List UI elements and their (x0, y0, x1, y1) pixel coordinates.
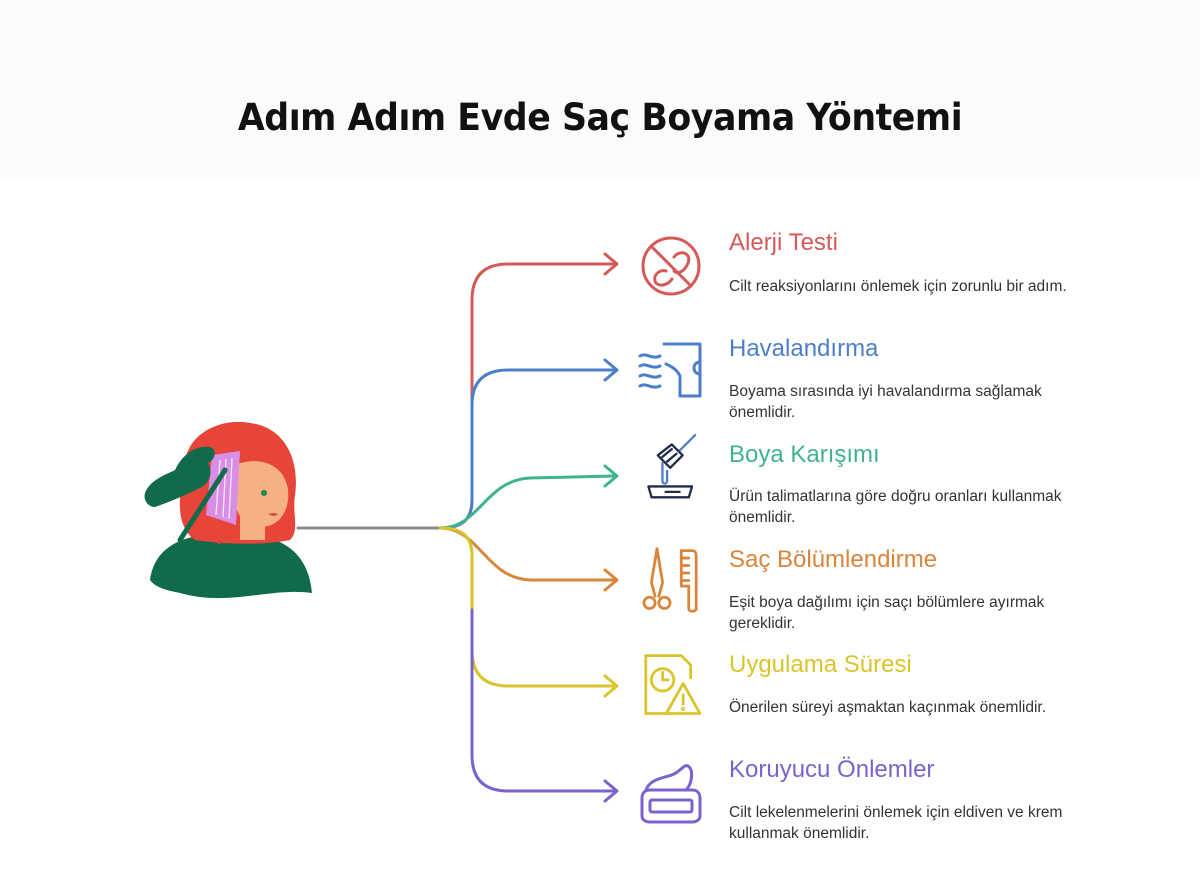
arrow-head-sac (603, 568, 619, 592)
brush-bowl-icon (647, 433, 697, 499)
step-desc-uygulama-suresi: Önerilen süreyi aşmaktan kaçınmak önemli… (729, 699, 1047, 716)
connector-havalandirma (438, 368, 617, 530)
no-allergen-icon (641, 236, 701, 296)
timer-warning-icon (644, 654, 702, 715)
step-title-uygulama-suresi: Uygulama Süresi (729, 651, 912, 678)
connector-uygulama (438, 526, 617, 688)
step-desc-havalandirma: Boyama sırasında iyi havalandırma sağlam… (729, 383, 1042, 421)
step-title-alerji-testi: Alerji Testi (729, 229, 838, 256)
step-title-sac-bolumlendirme: Saç Bölümlendirme (729, 546, 938, 573)
step-desc-alerji-testi: Cilt reaksiyonlarını önlemek için zorunl… (729, 278, 1067, 295)
step-title-koruyucu-onlemler: Koruyucu Önlemler (729, 756, 935, 783)
cream-jar-icon (640, 764, 702, 824)
step-desc-sac-bolumlendirme: Eşit boya dağılımı için saçı bölümlere a… (729, 594, 1045, 632)
step-title-boya-karisimi: Boya Karışımı (729, 441, 880, 468)
connector-boya (438, 474, 617, 530)
step-desc-boya-karisimi: Ürün talimatlarına göre doğru oranları k… (729, 488, 1062, 526)
connector-koruyucu (470, 608, 617, 793)
arrow-head-alerji (603, 252, 619, 276)
hair-dye-illustration (144, 421, 312, 599)
connector-alerji (438, 262, 617, 530)
step-desc-koruyucu-onlemler: Cilt lekelenmelerini önlemek için eldive… (729, 804, 1063, 842)
arrow-head-boya (603, 464, 619, 488)
scissors-comb-icon (642, 547, 698, 613)
ventilation-window-icon (638, 342, 702, 398)
arrow-head-uygulama (603, 674, 619, 698)
arrow-head-havalandirma (603, 358, 619, 382)
page-title: Adım Adım Evde Saç Boyama Yöntemi (237, 96, 963, 139)
step-title-havalandirma: Havalandırma (729, 335, 879, 362)
arrow-head-koruyucu (603, 779, 619, 803)
header-band (0, 0, 1200, 180)
